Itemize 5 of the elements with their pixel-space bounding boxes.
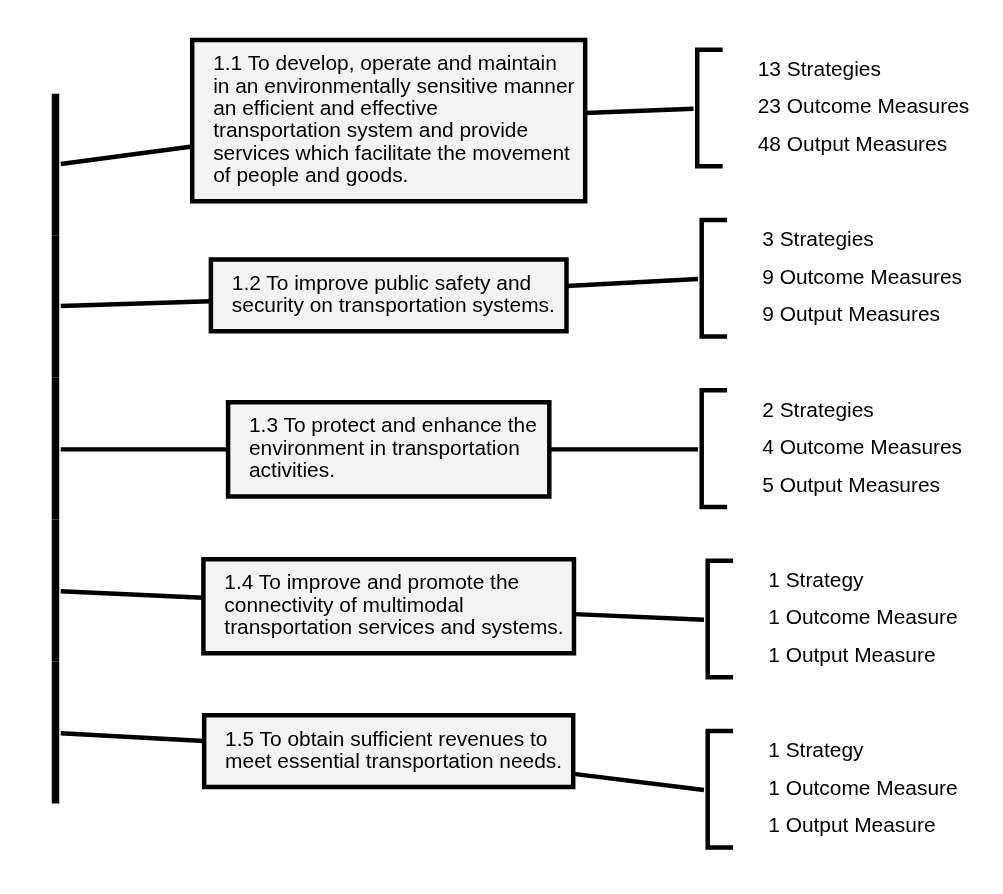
- node-text: 2 Strategies 4 Outcome Measures 5 Output Measures: [762, 397, 963, 495]
- node-text: 1 Strategy 1 Outcome Measure 1 Output Measure: [768, 737, 958, 836]
- node-text: 13 Strategies 23 Outcome Measures 48 Output Measures: [757, 56, 970, 155]
- node-text: 3 Strategies 9 Outcome Measures 9 Output Measures: [762, 226, 963, 325]
- node-text: 1 Strategy 1 Outcome Measure 1 Output Measure: [768, 567, 958, 666]
